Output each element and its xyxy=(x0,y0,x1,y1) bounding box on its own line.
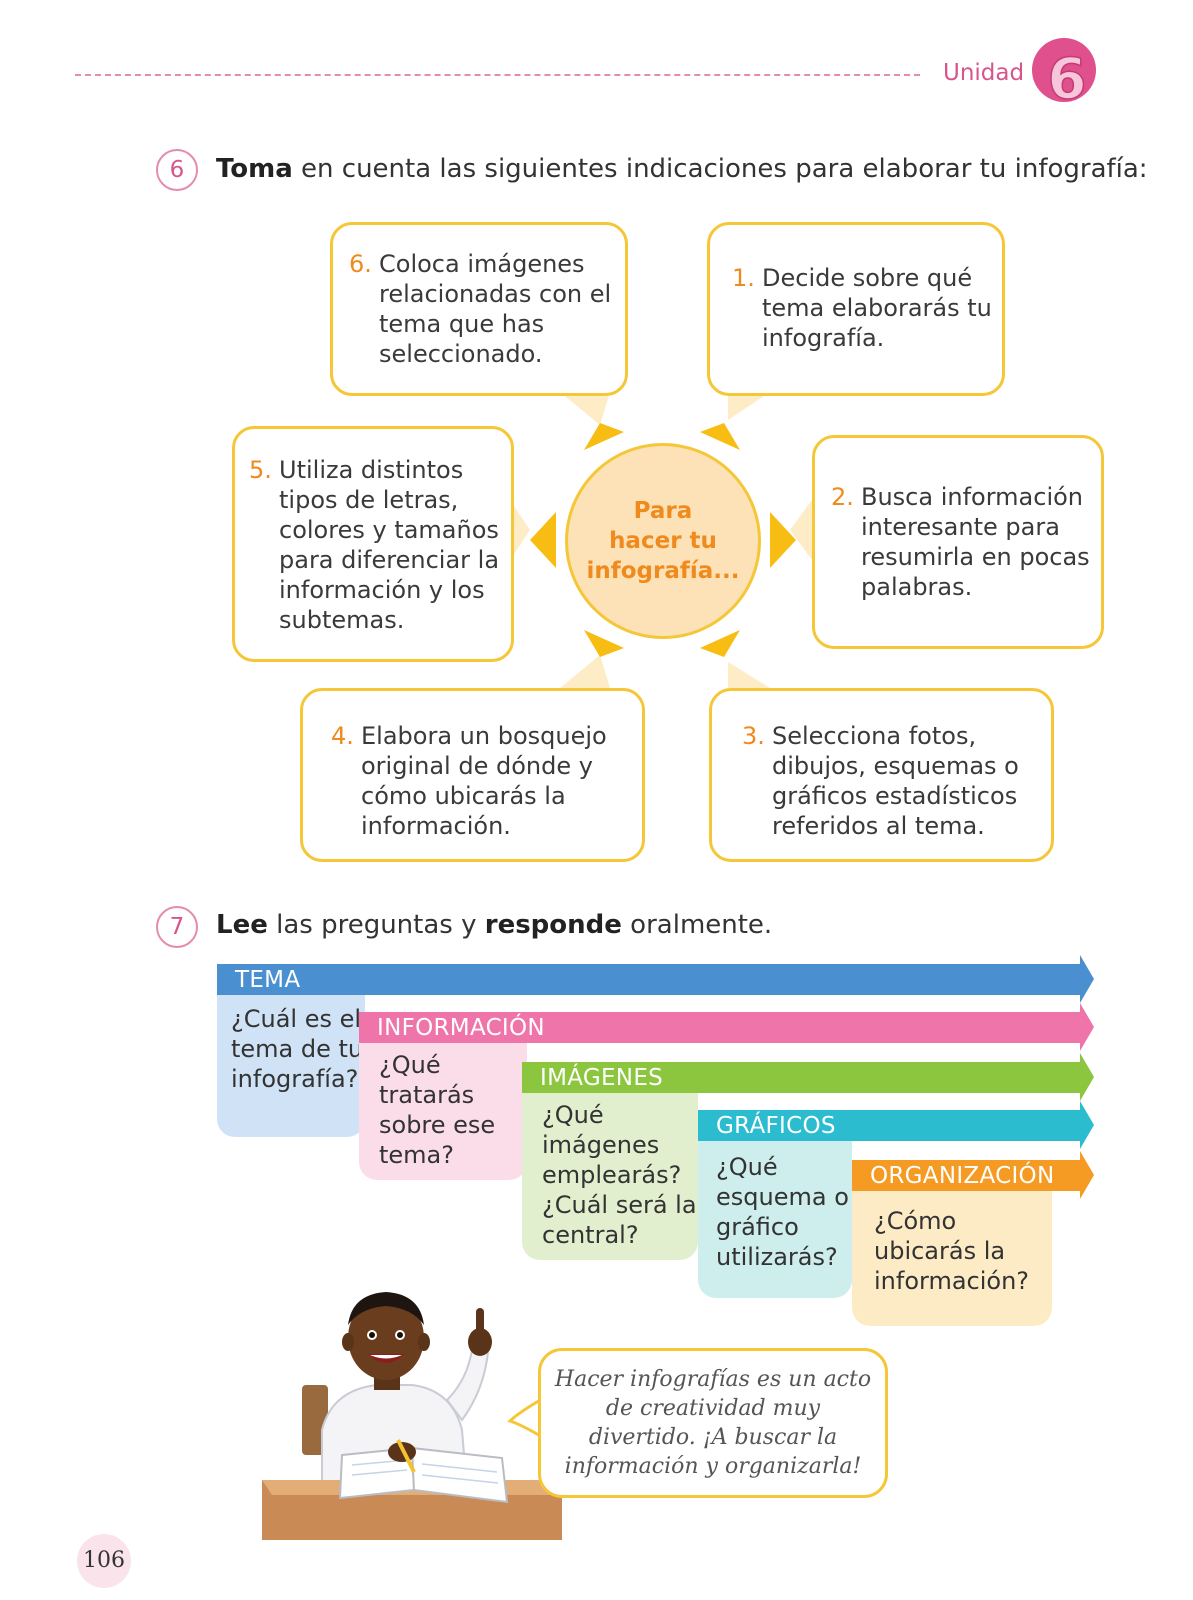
infographic-hub: Para hacer tu infografía... xyxy=(565,443,761,639)
unit-label: Unidad xyxy=(943,60,1025,86)
organizacion-label: ORGANIZACIÓN xyxy=(870,1163,1055,1189)
step-6-number: 6. xyxy=(349,250,372,278)
imagenes-label: IMÁGENES xyxy=(540,1065,664,1091)
arrow-left-icon xyxy=(530,512,556,568)
arrow-up-left-icon xyxy=(584,423,624,450)
imagenes-arrow xyxy=(522,1053,1094,1101)
graficos-arrow xyxy=(698,1101,1094,1149)
step-2-text: Busca información interesante para resum… xyxy=(861,483,1090,601)
page-number: 106 xyxy=(77,1534,131,1588)
organizacion-band: ORGANIZACIÓN xyxy=(852,1160,1082,1191)
graficos-question-card: ¿Qué esquema o gráfico utilizarás? xyxy=(698,1140,852,1298)
imagenes-question-card: ¿Qué imágenes emplearás? ¿Cuál será la c… xyxy=(522,1092,698,1260)
informacion-question: ¿Qué tratarás sobre ese tema? xyxy=(379,1051,496,1169)
tema-question: ¿Cuál es el tema de tu infografía? xyxy=(231,1005,364,1093)
step-6-text: Coloca imágenes relacionadas con el tema… xyxy=(379,250,612,368)
step-4-number: 4. xyxy=(331,722,354,750)
section-number-7: 7 xyxy=(156,906,198,948)
step-1-number: 1. xyxy=(732,264,755,292)
step-3-number: 3. xyxy=(742,722,765,750)
boy-illustration xyxy=(262,1292,562,1540)
speech-text: Hacer infografías es un acto de creativi… xyxy=(554,1367,872,1479)
step-5-number: 5. xyxy=(249,456,272,484)
unit-number-badge: 6 xyxy=(1030,36,1098,113)
arrow-right-icon xyxy=(770,512,796,568)
organizacion-arrow xyxy=(852,1151,1094,1199)
arrow-down-left-icon xyxy=(584,630,624,657)
informacion-label: INFORMACIÓN xyxy=(377,1015,545,1041)
hub-line-1: Para xyxy=(633,498,693,524)
step-6-box: 6. Coloca imágenes relacionadas con el t… xyxy=(330,222,628,396)
step-2-box: 2. Busca información interesante para re… xyxy=(812,435,1104,649)
speech-bubble: Hacer infografías es un acto de creativi… xyxy=(538,1348,888,1498)
hub-connectors xyxy=(510,392,812,688)
step-4-box: 4. Elabora un bosquejo original de dónde… xyxy=(300,688,645,862)
section-7-instruction: Lee las preguntas y responde oralmente. xyxy=(216,910,773,940)
step-3-box: 3. Selecciona fotos, dibujos, esquemas o… xyxy=(709,688,1054,862)
tema-question-card: ¿Cuál es el tema de tu infografía? xyxy=(217,992,365,1137)
tema-arrow xyxy=(217,955,1094,1003)
hub-line-2: hacer tu xyxy=(609,528,717,554)
section-number-6: 6 xyxy=(156,149,198,191)
graficos-band: GRÁFICOS xyxy=(698,1110,998,1141)
step-5-box: 5. Utiliza distintos tipos de letras, co… xyxy=(232,426,514,662)
informacion-question-card: ¿Qué tratarás sobre ese tema? xyxy=(359,1040,527,1180)
imagenes-band: IMÁGENES xyxy=(522,1062,822,1093)
graficos-question: ¿Qué esquema o gráfico utilizarás? xyxy=(716,1153,849,1271)
step-1-box: 1. Decide sobre qué tema elaborarás tu i… xyxy=(707,222,1005,396)
step-3-text: Selecciona fotos, dibujos, esquemas o gr… xyxy=(772,722,1019,840)
organizacion-question: ¿Cómo ubicarás la información? xyxy=(874,1207,1030,1295)
step-1-text: Decide sobre qué tema elaborarás tu info… xyxy=(762,264,992,352)
arrow-down-right-icon xyxy=(700,630,740,657)
step-2-number: 2. xyxy=(831,483,854,511)
tema-band: TEMA xyxy=(217,964,517,995)
unit-number: 6 xyxy=(1048,47,1087,108)
informacion-band: INFORMACIÓN xyxy=(359,1012,659,1043)
arrow-up-right-icon xyxy=(700,423,740,450)
speech-tail xyxy=(507,1397,543,1439)
hub-line-3: infografía... xyxy=(586,558,740,584)
imagenes-question: ¿Qué imágenes emplearás? ¿Cuál será la c… xyxy=(542,1101,697,1249)
organizacion-question-card: ¿Cómo ubicarás la información? xyxy=(852,1190,1052,1326)
step-5-text: Utiliza distintos tipos de letras, color… xyxy=(279,456,500,634)
section-6-instruction: Toma en cuenta las siguientes indicacion… xyxy=(216,154,1148,184)
tema-label: TEMA xyxy=(235,967,301,993)
informacion-arrow xyxy=(359,1003,1094,1051)
topic-arrows xyxy=(217,955,1094,1199)
step-4-text: Elabora un bosquejo original de dónde y … xyxy=(361,722,607,840)
header-divider xyxy=(75,74,920,76)
graficos-label: GRÁFICOS xyxy=(716,1113,836,1139)
